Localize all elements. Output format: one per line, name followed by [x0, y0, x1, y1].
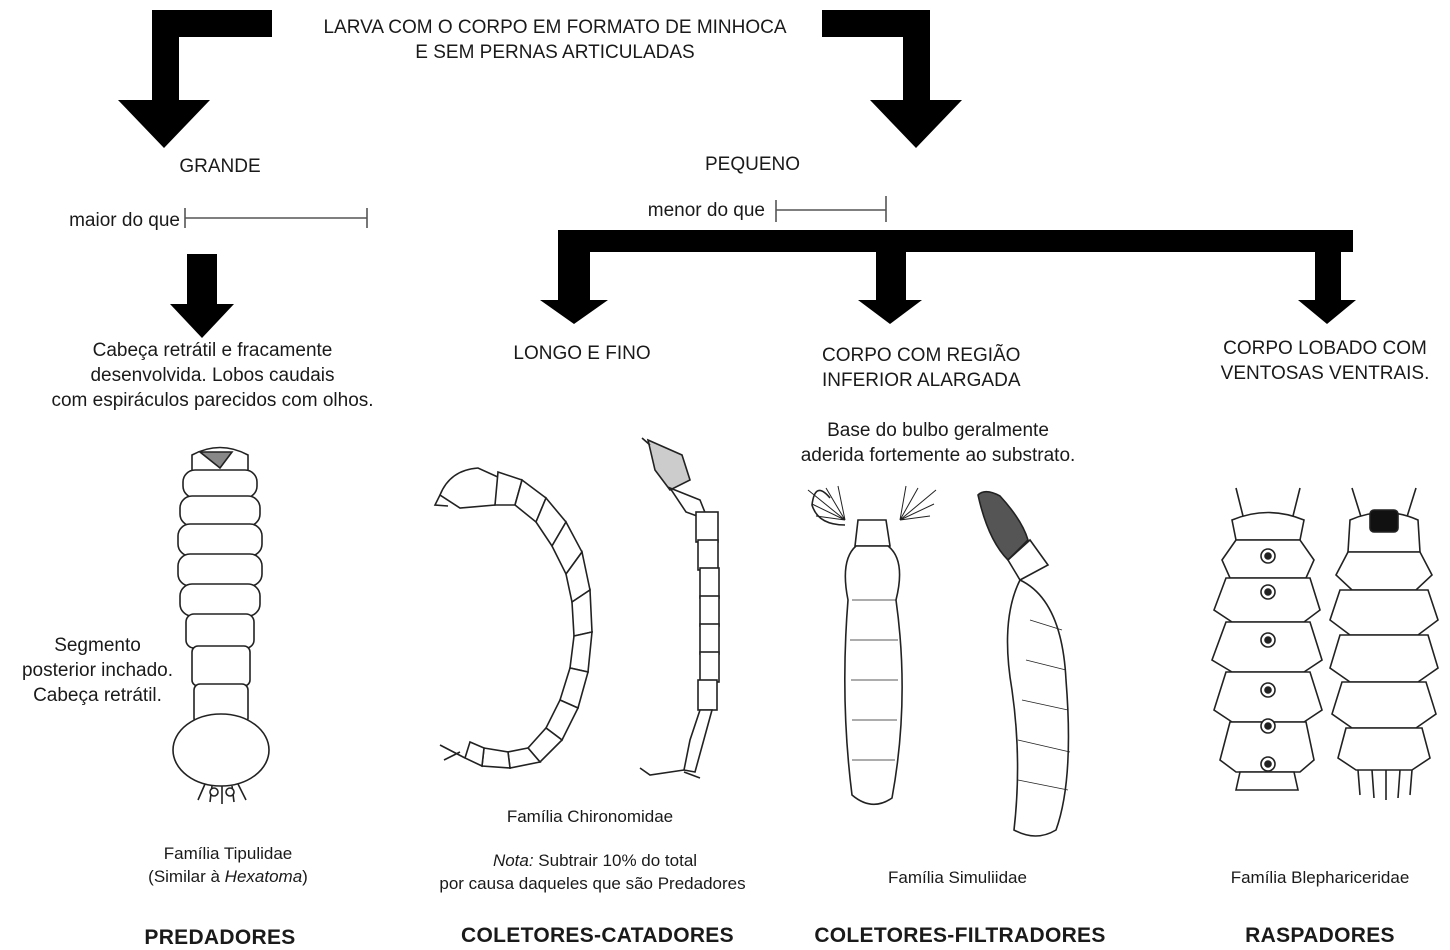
- gatherers-note-line1: Nota: Subtrair 10% do total: [420, 850, 770, 872]
- filterers-subnote-line2: aderida fortemente ao substrato.: [778, 443, 1098, 468]
- gatherers-note-line2: por causa daqueles que são Predadores: [410, 873, 775, 895]
- category-predators: PREDADORES: [100, 925, 340, 950]
- predators-family: Família Tipulidae: [118, 843, 338, 865]
- category-scrapers: RASPADORES: [1225, 923, 1415, 948]
- predators-side-note-line1: Segmento: [5, 633, 190, 658]
- key-title-line2: E SEM PERNAS ARTICULADAS: [295, 40, 815, 65]
- scrapers-desc-line1: CORPO LOBADO COM: [1200, 336, 1450, 361]
- predators-desc-line2: desenvolvida. Lobos caudais: [25, 363, 400, 388]
- predators-desc-line1: Cabeça retrátil e fracamente: [25, 338, 400, 363]
- filterers-subnote-line1: Base do bulbo geralmente: [778, 418, 1098, 443]
- scrapers-family: Família Blephariceridae: [1210, 867, 1430, 889]
- blephariceridae-larva-illustration-ventral: [1212, 488, 1322, 790]
- gatherers-family: Família Chironomidae: [470, 806, 710, 828]
- small-label: PEQUENO: [690, 152, 815, 177]
- large-compare-label: maior do que: [40, 208, 180, 233]
- small-compare-label: menor do que: [610, 198, 765, 223]
- chironomidae-straight-larva-illustration: [640, 438, 719, 778]
- scrapers-desc-line2: VENTOSAS VENTRAIS.: [1200, 361, 1450, 386]
- simuliidae-larva-illustration-front: [808, 486, 936, 804]
- predators-side-note-line2: posterior inchado.: [5, 658, 190, 683]
- filterers-desc-line1: CORPO COM REGIÃO: [822, 343, 1082, 368]
- gatherers-desc: LONGO E FINO: [492, 341, 672, 366]
- category-gatherers: COLETORES-CATADORES: [430, 923, 765, 948]
- filterers-desc-line2: INFERIOR ALARGADA: [822, 368, 1082, 393]
- predators-side-note-line3: Cabeça retrátil.: [5, 683, 190, 708]
- predators-family-note: (Similar à Hexatoma): [118, 866, 338, 888]
- chironomidae-curled-larva-illustration: [435, 468, 592, 768]
- filterers-family: Família Simuliidae: [850, 867, 1065, 889]
- blephariceridae-larva-illustration-dorsal: [1330, 488, 1438, 800]
- category-filterers: COLETORES-FILTRADORES: [790, 923, 1130, 948]
- tipulidae-larva-illustration: [173, 448, 269, 805]
- large-label: GRANDE: [160, 154, 280, 179]
- simuliidae-larva-illustration-side: [978, 492, 1070, 836]
- predators-desc-line3: com espiráculos parecidos com olhos.: [25, 388, 400, 413]
- key-title-line1: LARVA COM O CORPO EM FORMATO DE MINHOCA: [295, 15, 815, 40]
